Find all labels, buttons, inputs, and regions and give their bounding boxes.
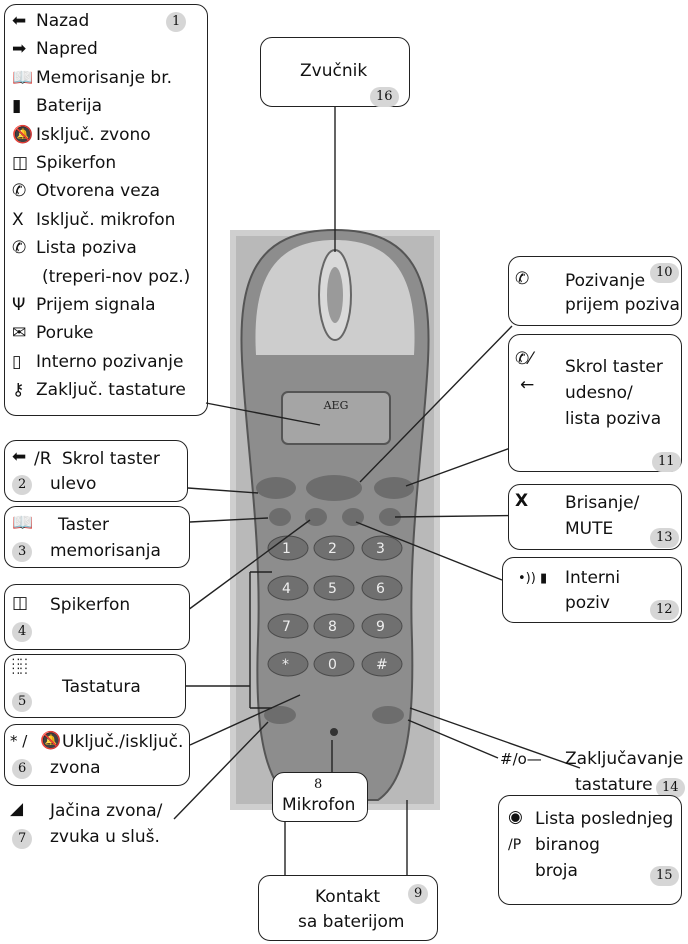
- callout-delete-mute-symbol: X: [515, 490, 528, 512]
- keypad-key-label: 3: [376, 541, 385, 557]
- callout-scroll-right-line1: Skrol taster: [565, 356, 663, 378]
- callout-ringer-toggle-line2: zvona: [50, 757, 101, 779]
- callout-volume-line2: zvuka u sluš.: [50, 826, 160, 848]
- callout-call-key-line2: prijem poziva: [565, 294, 680, 316]
- keypad-key-label: 1: [282, 541, 291, 557]
- keypad-key-label: 8: [328, 619, 337, 635]
- keypad-key-label: 7: [282, 619, 291, 635]
- callout-scroll-right-line3: lista poziva: [565, 408, 661, 430]
- callout-redial-line2: biranog: [535, 834, 600, 856]
- callout-redial-symbol: /P: [508, 834, 521, 856]
- callout-call-key-line1: Pozivanje: [565, 270, 645, 292]
- callout-speakerphone-line1: Spikerfon: [50, 594, 130, 616]
- callout-scroll-left-line2: ulevo: [50, 473, 96, 495]
- book-icon: 📖: [12, 512, 33, 534]
- callout-memory-key-line2: memorisanja: [50, 540, 161, 562]
- brand-label: AEG: [323, 399, 349, 412]
- callout-redial-line1: Lista poslednjeg: [535, 808, 673, 830]
- keypad-key-label: 5: [328, 581, 337, 597]
- handset-icon: ✆: [515, 268, 529, 290]
- callout-speaker-number: 16: [370, 87, 399, 107]
- keypad-key-label: 0: [328, 657, 337, 673]
- callout-ringer-toggle-symbol: * /: [10, 730, 27, 752]
- callout-scroll-right-number: 11: [652, 452, 681, 472]
- call-key: [306, 475, 362, 501]
- speaker-icon: ◫: [12, 592, 28, 614]
- left-arrow-icon: ←: [520, 374, 534, 396]
- callout-delete-mute-number: 13: [650, 528, 679, 548]
- callout-microphone-label: Mikrofon: [282, 794, 355, 816]
- volume-wedge-icon: ◢: [10, 798, 23, 820]
- callout-delete-mute-line2: MUTE: [565, 518, 613, 540]
- nav-left-key: [256, 477, 296, 499]
- callout-memory-key-line1: Taster: [58, 514, 109, 536]
- nav-right-key: [374, 477, 414, 499]
- keypad-key-label: 6: [376, 581, 385, 597]
- callout-battery-contact-line1: Kontakt: [315, 886, 380, 908]
- callout-scroll-left-symbol: /R: [34, 448, 52, 470]
- keypad-key-label: 4: [282, 581, 291, 597]
- callout-speaker-label: Zvučnik: [300, 60, 367, 82]
- keypad-icon: ∷∷∷∷: [12, 658, 27, 676]
- callout-scroll-right-line2: udesno/: [565, 382, 633, 404]
- callout-keylock-symbol: #/o—: [500, 748, 542, 770]
- callout-keylock-line1: Zaključavanje: [565, 748, 683, 770]
- callout-scroll-left-line1: Skrol taster: [62, 448, 160, 470]
- redial-key: [372, 706, 404, 724]
- callout-redial-line3: broja: [535, 860, 578, 882]
- callout-keypad-line1: Tastatura: [62, 676, 141, 698]
- redial-icon: ◉: [508, 806, 523, 828]
- bell-off-icon: 🔕: [40, 730, 61, 752]
- call-list-icon: ✆⁄: [515, 348, 532, 370]
- callout-intercom-line1: Interni: [565, 567, 620, 589]
- memory-key: [269, 508, 291, 526]
- intercom-icon: •)) ▮: [518, 568, 547, 590]
- microphone-hole: [330, 728, 338, 736]
- keypad-key-label: 9: [376, 619, 385, 635]
- callout-battery-contact-line2: sa baterijom: [298, 911, 404, 933]
- left-arrow-icon: ⬅: [12, 446, 26, 468]
- callout-keylock-line2: tastature: [575, 774, 653, 796]
- callout-intercom-line2: poziv: [565, 592, 610, 614]
- keypad-key-label: *: [282, 657, 289, 673]
- callout-ringer-toggle-line1: Uključ./isključ.: [62, 731, 183, 753]
- callout-call-key-number: 10: [650, 263, 679, 283]
- callout-volume-line1: Jačina zvona/: [50, 800, 162, 822]
- callout-microphone-number: 8: [314, 774, 322, 796]
- callout-delete-mute-line1: Brisanje/: [565, 492, 639, 514]
- keypad-key-label: 2: [328, 541, 337, 557]
- speaker-key: [305, 508, 327, 526]
- callout-intercom-number: 12: [650, 600, 679, 620]
- callout-redial-number: 15: [650, 866, 679, 886]
- keypad-key-label: #: [376, 657, 388, 673]
